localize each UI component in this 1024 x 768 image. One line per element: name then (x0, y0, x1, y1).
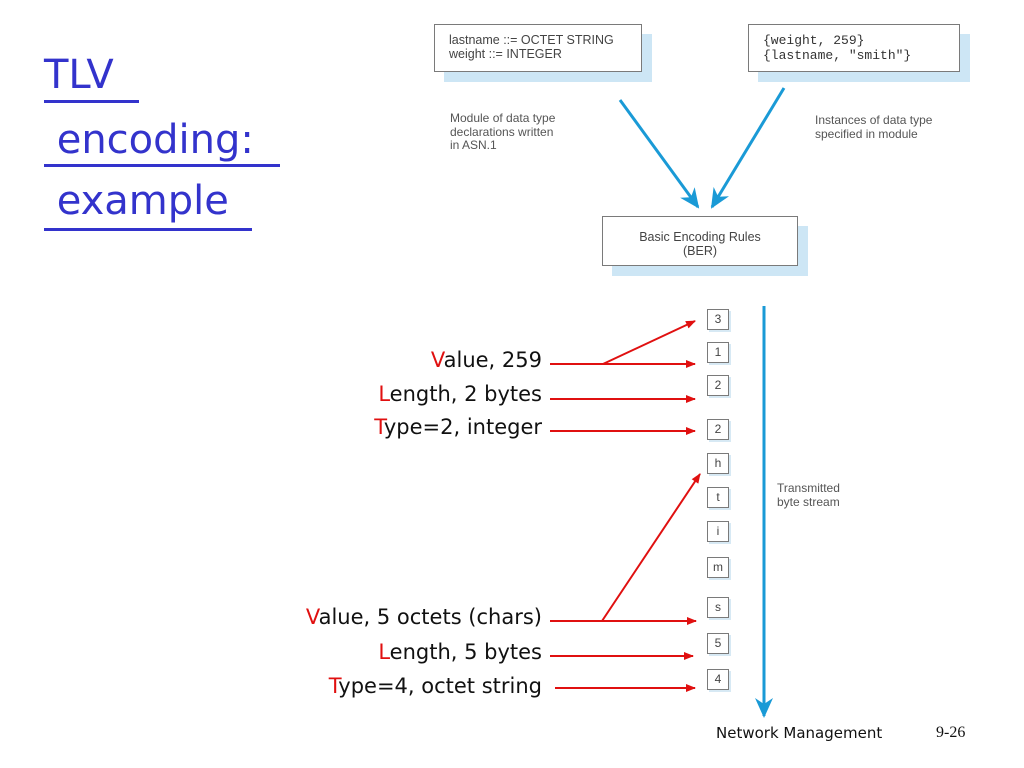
byte-cell: 1 (707, 342, 729, 363)
module-caption: Module of data type declarations written… (450, 111, 556, 153)
annotation-length-5: Length, 5 bytes (378, 639, 542, 665)
annotation-initial: L (378, 382, 390, 406)
stream-caption-line-1: Transmitted (777, 481, 840, 495)
ber-line-2: (BER) (682, 244, 718, 258)
module-line-1: lastname ::= OCTET STRING (449, 33, 614, 47)
module-caption-line-2: declarations written (450, 124, 554, 139)
annotation-text: ength, 2 bytes (389, 382, 542, 406)
stream-caption: Transmitted byte stream (777, 481, 840, 509)
byte-cell: m (707, 557, 729, 578)
annotation-value-5: Value, 5 octets (chars) (306, 604, 542, 630)
annotation-text: ype=4, octet string (338, 674, 542, 698)
module-to-ber-arrow (618, 99, 700, 209)
byte-cell: 3 (707, 309, 729, 330)
byte-cell: s (707, 597, 729, 618)
stream-caption-line-2: byte stream (777, 494, 840, 509)
title-line-3: example (44, 178, 229, 224)
annotation-value-259: Value, 259 (431, 347, 542, 373)
annotation-type-2: Type=2, integer (374, 414, 542, 440)
instance-caption: Instances of data type specified in modu… (815, 113, 933, 141)
module-caption-line-3: in ASN.1 (450, 138, 497, 152)
module-line-2: weight ::= INTEGER (449, 47, 562, 61)
ber-box: Basic Encoding Rules (BER) (602, 216, 798, 266)
instance-line-1: {weight, 259} (763, 33, 865, 48)
annotation-length-2: Length, 2 bytes (378, 381, 542, 407)
instance-to-ber-arrow (710, 87, 786, 209)
module-box: lastname ::= OCTET STRING weight ::= INT… (434, 24, 642, 72)
instance-caption-line-1: Instances of data type (815, 113, 933, 127)
annotation-text: alue, 259 (443, 348, 542, 372)
instance-box: {weight, 259} {lastname, "smith"} (748, 24, 960, 72)
byte-cell: 2 (707, 419, 729, 440)
byte-cell: 2 (707, 375, 729, 396)
value-5-arrow-byte-h (601, 473, 701, 622)
module-caption-line-1: Module of data type (450, 111, 556, 125)
byte-cell: i (707, 521, 729, 542)
page-number: 9-26 (936, 724, 966, 741)
title-underline-2 (44, 164, 280, 167)
byte-cell: 5 (707, 633, 729, 654)
annotation-initial: T (328, 674, 339, 698)
annotation-initial: T (374, 415, 384, 439)
annotation-initial: L (378, 640, 390, 664)
annotation-text: alue, 5 octets (chars) (318, 605, 542, 629)
annotation-text: ype=2, integer (383, 415, 542, 439)
value-259-arrow-byte-3 (602, 320, 696, 365)
annotation-text: ength, 5 bytes (389, 640, 542, 664)
byte-cell: t (707, 487, 729, 508)
instance-caption-line-2: specified in module (815, 126, 918, 141)
title-underline-3 (44, 228, 252, 231)
byte-cell: h (707, 453, 729, 474)
ber-line-1: Basic Encoding Rules (639, 230, 761, 244)
title-underline-1 (44, 100, 139, 103)
annotation-type-4: Type=4, octet string (329, 673, 542, 699)
annotation-initial: V (305, 605, 319, 629)
annotation-initial: V (430, 348, 444, 372)
title-line-1: TLV (44, 52, 114, 98)
footer-title: Network Management (716, 724, 883, 742)
byte-cell: 4 (707, 669, 729, 690)
title-line-2: encoding: (44, 117, 254, 163)
instance-line-2: {lastname, "smith"} (763, 48, 912, 63)
